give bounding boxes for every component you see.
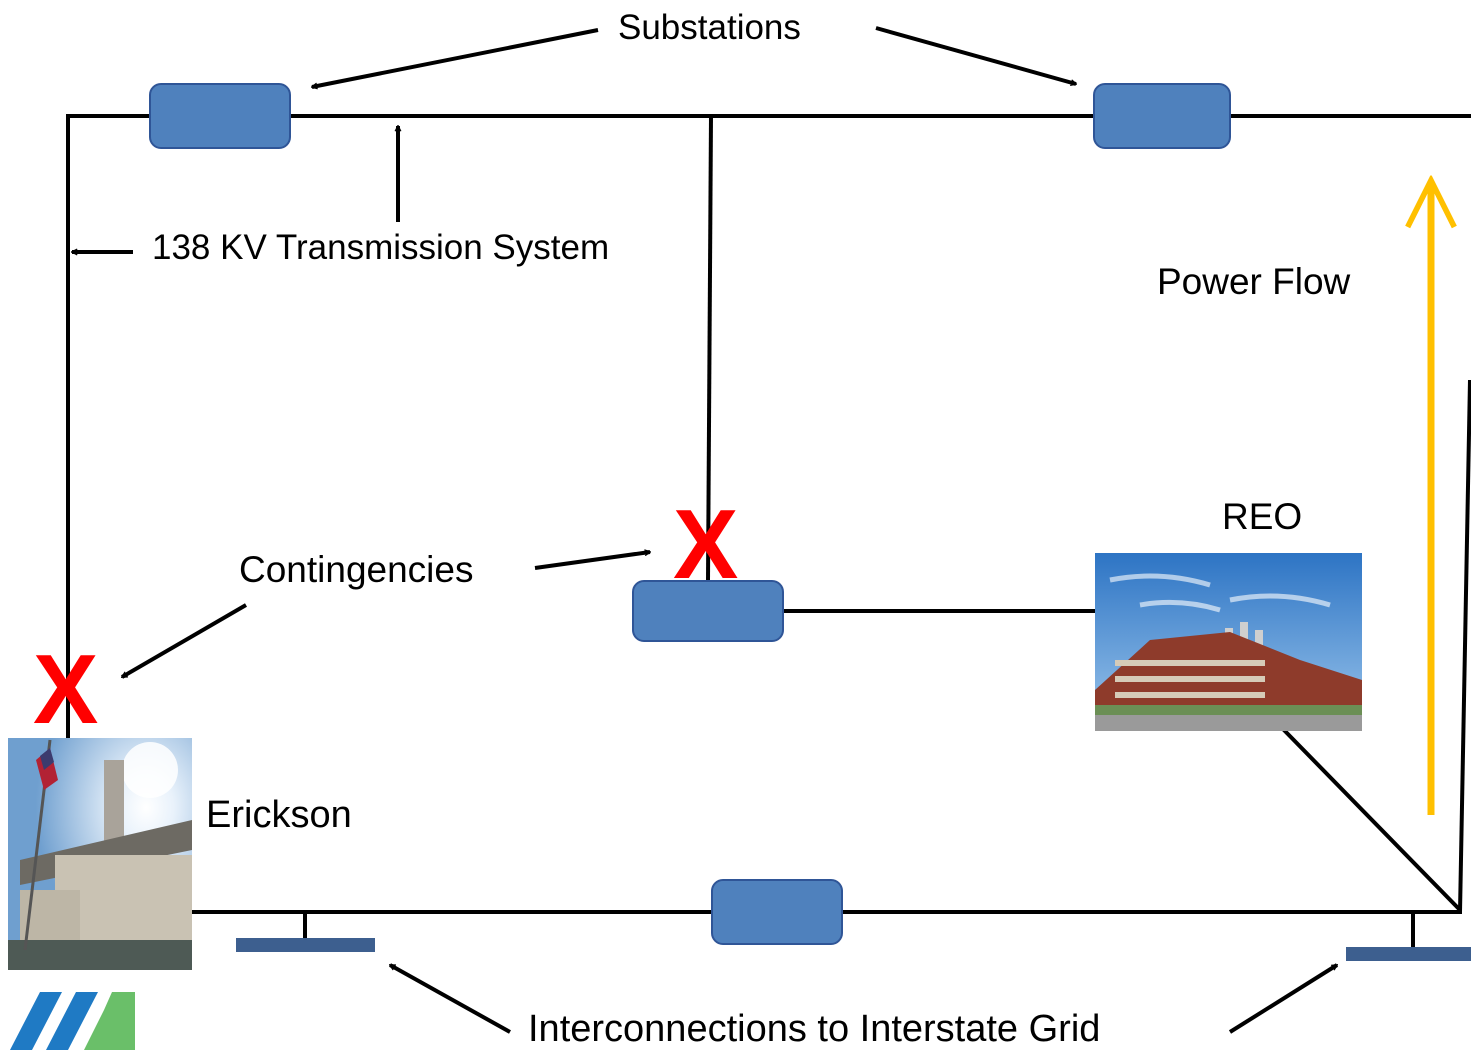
erickson-label: Erickson	[206, 794, 352, 836]
arrow-substations-left	[312, 28, 599, 87]
substation-bottom	[711, 879, 843, 945]
erickson-photo	[8, 738, 192, 970]
contingency-mark-left: X	[33, 634, 99, 744]
reo-photo	[1095, 553, 1362, 731]
transmission-system-label: 138 KV Transmission System	[152, 228, 610, 267]
arrow-contingency-mid	[534, 552, 650, 570]
company-logo	[10, 992, 135, 1050]
arrow-interconnect-left	[390, 963, 511, 1034]
reo-label: REO	[1222, 496, 1303, 537]
interconnections-label: Interconnections to Interstate Grid	[528, 1008, 1101, 1050]
substations	[149, 83, 1231, 945]
interconnect-bar-right	[1346, 947, 1471, 961]
interconnect-bar-left	[236, 938, 375, 952]
power-flow-label: Power Flow	[1157, 261, 1351, 302]
contingency-mark-middle: X	[673, 489, 739, 599]
arrow-contingency-left	[122, 603, 248, 679]
arrow-substations-right	[875, 26, 1076, 84]
substation-top-right	[1093, 83, 1231, 149]
contingencies-label: Contingencies	[239, 549, 474, 590]
arrow-interconnect-right	[1228, 963, 1337, 1034]
substation-top-left	[149, 83, 291, 149]
annotation-arrows	[72, 26, 1337, 1034]
substation-middle	[632, 580, 784, 642]
substations-label: Substations	[618, 8, 801, 47]
